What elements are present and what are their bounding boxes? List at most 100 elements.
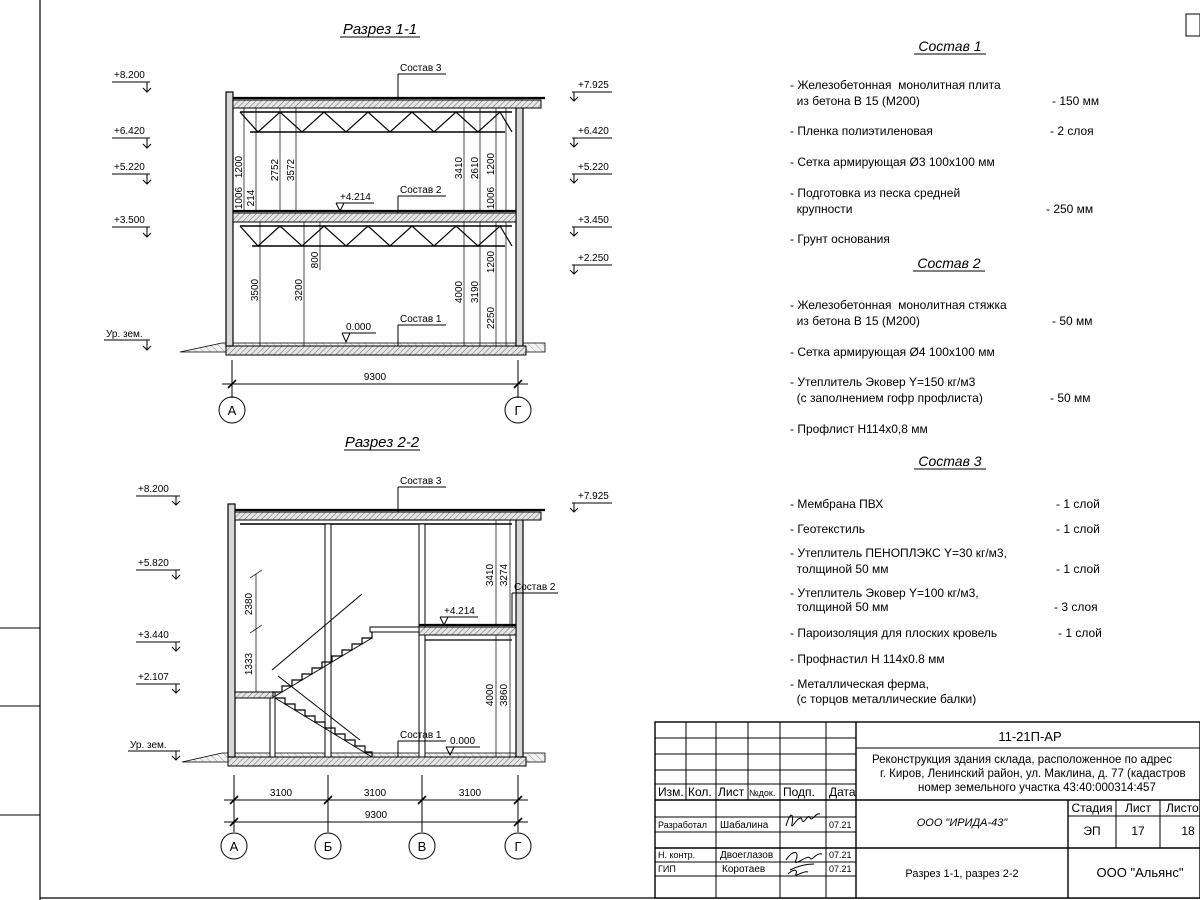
- interior-dimensions-2: [249, 520, 511, 757]
- stairs: [271, 593, 373, 758]
- label2-000: 0.000: [450, 736, 475, 747]
- span-3: 3100: [459, 788, 482, 799]
- s3-item2-val: - 1 слой: [1056, 522, 1100, 536]
- dim-1006: 1006: [234, 186, 245, 209]
- layer-specification: Состав 1 - Железобетонная монолитная пли…: [790, 38, 1102, 706]
- s1-item2: - Пленка полиэтиленовая: [790, 124, 933, 138]
- dim-text-upper-right: 3410 2610 1200 1006: [454, 152, 497, 209]
- sheets-hdr: Листо: [1166, 801, 1199, 815]
- span-dimensions: 3100 3100 3100 9300: [224, 775, 528, 832]
- s1-item4-l2: крупности: [790, 202, 852, 216]
- sostav2-title: Состав 2: [917, 255, 980, 271]
- row4-name: Коротаев: [722, 864, 765, 875]
- mezzanine-slab-2: [418, 626, 517, 636]
- axis-A-1: А: [228, 403, 237, 418]
- layer-callouts-2: Состав 3 Состав 2 +4.214 Состав 1 0.000: [397, 476, 558, 757]
- dim-2250: 2250: [486, 306, 497, 329]
- s2-item3-val: - 50 мм: [1050, 391, 1091, 405]
- hdr-izm: Изм.: [658, 785, 684, 799]
- label2-4214: +4.214: [444, 606, 475, 617]
- s3-item2: - Геотекстиль: [790, 522, 865, 536]
- s2-item2: - Сетка армирующая Ø4 100х100 мм: [790, 345, 995, 359]
- right-wall-2: [515, 511, 524, 758]
- s3-item1-val: - 1 слой: [1056, 497, 1100, 511]
- sheet-val: 17: [1131, 824, 1145, 838]
- s1-item5: - Грунт основания: [790, 232, 890, 246]
- span-2: 3100: [364, 788, 387, 799]
- right-levels: +7.925 +6.420 +5.220 +3.450 +2.250: [569, 80, 612, 275]
- lvl2-3440: +3.440: [138, 630, 169, 641]
- hdr-ndok: №док.: [749, 788, 775, 798]
- s3-item7-l2: (с торцов металлические балки): [790, 692, 976, 706]
- row3-role: Н. контр.: [658, 850, 695, 860]
- dim-text-lower: 3500 3200 800 4000 3190 1200 2250: [250, 250, 497, 329]
- row1-date: 07.21: [829, 820, 852, 830]
- section-2-2: Разрез 2-2: [128, 434, 612, 860]
- hdr-kol: Кол.: [688, 785, 712, 799]
- row1-name: Шабалина: [720, 819, 769, 831]
- hdr-data: Дата: [829, 785, 856, 799]
- dim-4000-2: 4000: [485, 683, 496, 706]
- lvl-r-5220: +5.220: [578, 162, 609, 173]
- dim-1200-lr: 1200: [486, 250, 497, 273]
- s1-item1-l1: - Железобетонная монолитная плита: [790, 78, 1001, 92]
- label-sostav2: Состав 2: [400, 185, 442, 196]
- row3-date: 07.21: [829, 850, 852, 860]
- sostav2-items: - Железобетонная монолитная стяжка из бе…: [790, 298, 1093, 436]
- s3-item3-l1: - Утеплитель ПЕНОПЛЭКС Y=30 кг/м3,: [790, 546, 1007, 560]
- axis2-B: Б: [324, 839, 333, 854]
- stage-val: ЭП: [1083, 824, 1100, 838]
- section-1-title: Разрез 1-1: [343, 21, 417, 38]
- hdr-list: Лист: [718, 785, 745, 799]
- stamp-header: Изм. Кол. Лист №док. Подп. Дата: [658, 785, 856, 799]
- s3-item5: - Пароизоляция для плоских кровель: [790, 626, 997, 640]
- interior-dimensions: [243, 108, 507, 346]
- s1-item2-val: - 2 слоя: [1050, 124, 1094, 138]
- dim-2752: 2752: [270, 158, 281, 181]
- lvl-r-6420: +6.420: [578, 126, 609, 137]
- dim-1200-r: 1200: [486, 152, 497, 175]
- dim-214: 214: [246, 189, 257, 206]
- lvl-5220: +5.220: [114, 162, 145, 173]
- stamp-designer: ООО "ИРИДА-43": [917, 817, 1009, 829]
- lvl2-5820: +5.820: [138, 558, 169, 569]
- axis-G-1: Г: [514, 403, 521, 418]
- stair-landing: [234, 691, 274, 699]
- stamp-code: 11-21П-АР: [998, 729, 1061, 744]
- s3-item4-val: - 3 слоя: [1054, 600, 1098, 614]
- dim-3410-2: 3410: [485, 563, 496, 586]
- sheet-hdr: Лист: [1125, 801, 1152, 815]
- s2-item4: - Профлист Н114х0,8 мм: [790, 422, 928, 436]
- s1-item4-l1: - Подготовка из песка средней: [790, 186, 960, 200]
- hdr-podp: Подп.: [783, 785, 815, 799]
- s3-item6: - Профнастил Н 114х0.8 мм: [790, 652, 945, 666]
- s1-item3: - Сетка армирующая Ø3 100х100 мм: [790, 155, 995, 169]
- lvl-r-3450: +3.450: [578, 215, 609, 226]
- sostav1-items: - Железобетонная монолитная плита из бет…: [790, 78, 1099, 246]
- axis2-G: Г: [514, 839, 521, 854]
- dim-2380: 2380: [244, 592, 255, 615]
- label2-sostav3: Состав 3: [400, 476, 442, 487]
- left-levels: +8.200 +6.420 +5.220 +3.500 Ур. зем.: [104, 70, 152, 351]
- sostav3-title: Состав 3: [918, 453, 981, 469]
- ground-level-2: Ур. зем.: [130, 740, 167, 751]
- roof-slab-2: [234, 511, 542, 521]
- s2-item3-l1: - Утеплитель Эковер Y=150 кг/м3: [790, 375, 976, 389]
- label2-sostav1: Состав 1: [400, 730, 442, 741]
- roof-truss: [239, 111, 513, 133]
- dim-1006-r: 1006: [486, 186, 497, 209]
- dim-text-upper-left: 1200 1006 214 2752 3572: [234, 155, 297, 209]
- dim-3500: 3500: [250, 278, 261, 301]
- row1-role: Разработал: [658, 820, 707, 830]
- dim-1333: 1333: [244, 652, 255, 675]
- stamp-sheet-title: Разрез 1-1, разрез 2-2: [905, 868, 1018, 880]
- dim-800: 800: [310, 251, 321, 268]
- overall-9300-1: 9300: [364, 372, 387, 383]
- lvl-6420: +6.420: [114, 126, 145, 137]
- s3-item1: - Мембрана ПВХ: [790, 497, 883, 511]
- floor-slab: [225, 345, 527, 356]
- signatures: [785, 813, 823, 876]
- stamp-project-l1: Реконструкция здания склада, расположенн…: [872, 754, 1172, 766]
- dim-3190: 3190: [470, 280, 481, 303]
